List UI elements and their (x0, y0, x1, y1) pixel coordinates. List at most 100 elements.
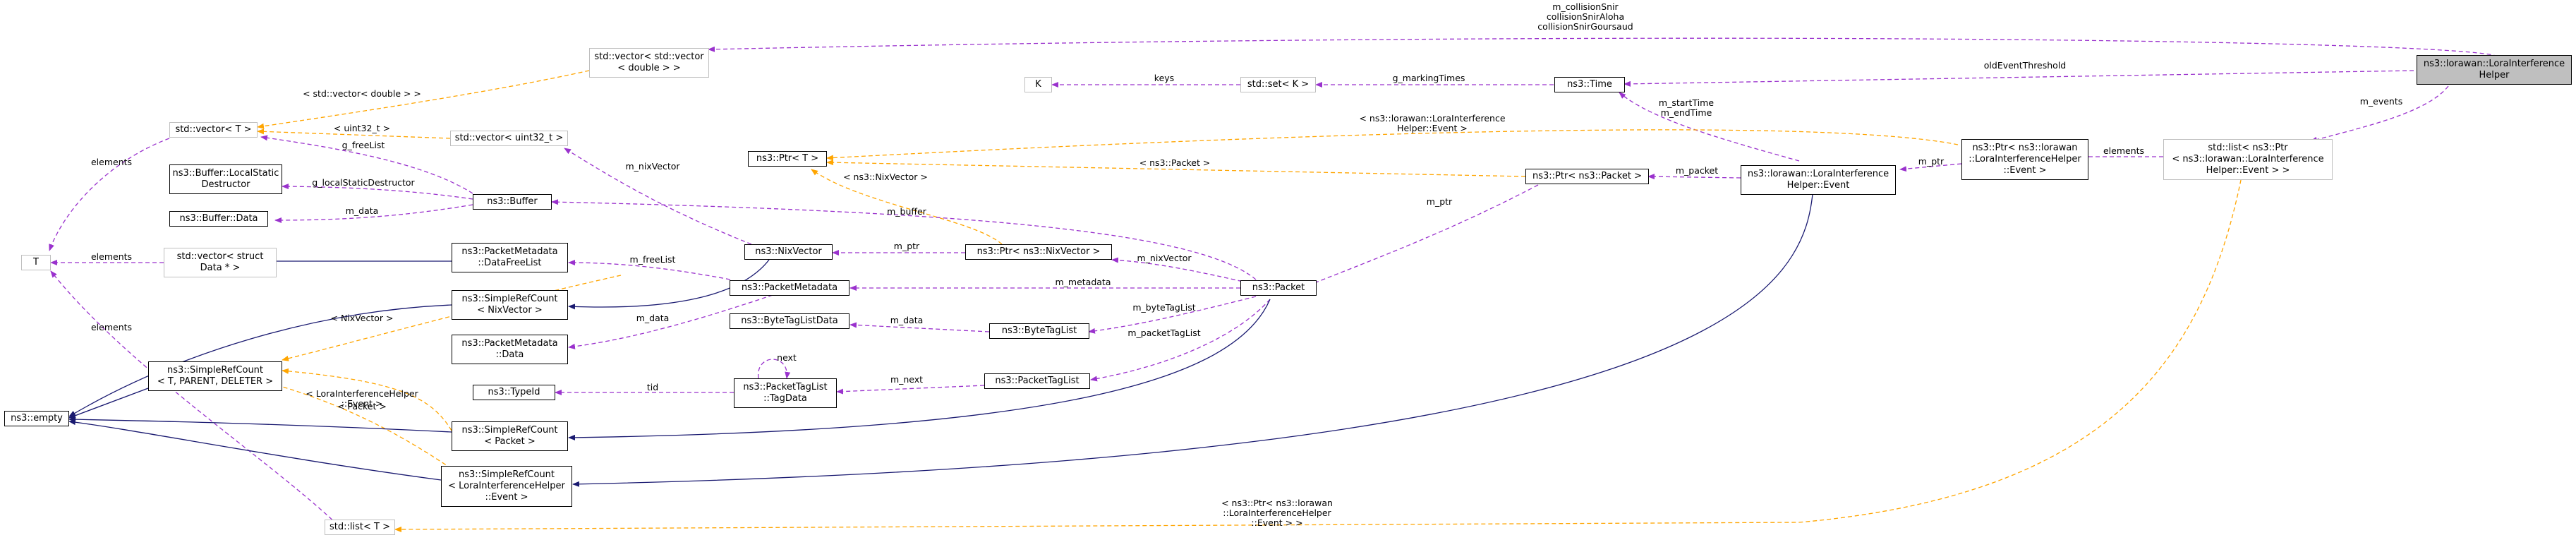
edge-m-buffer (551, 199, 1257, 280)
node-src-nixvector[interactable]: ns3::SimpleRefCount < NixVector > (452, 290, 568, 320)
node-ns3-buffer[interactable]: ns3::Buffer (473, 194, 552, 210)
edge-m-events (2310, 85, 2449, 143)
node-t[interactable]: T (21, 255, 51, 270)
edge-m-next (836, 385, 985, 395)
edge-elements-t-list (50, 270, 338, 525)
label-uint32: < uint32_t > (334, 123, 390, 133)
node-src-packet[interactable]: ns3::SimpleRefCount < Packet > (452, 421, 568, 451)
node-buffer-local-static-destructor[interactable]: ns3::Buffer::LocalStatic Destructor (169, 164, 282, 194)
label-m-buffer: m_buffer (887, 206, 927, 217)
edge-packet-src-tmpl (282, 368, 452, 431)
edge-src-event-empty (68, 419, 442, 481)
label-elements-t-list: elements (91, 322, 132, 332)
edge-m-data-buffer (274, 204, 473, 223)
node-buffer-data[interactable]: ns3::Buffer::Data (169, 211, 268, 227)
node-packetmetadata[interactable]: ns3::PacketMetadata (730, 280, 849, 296)
label-nixvector-tmpl: < ns3::NixVector > (843, 172, 928, 182)
node-std-vector-uint32[interactable]: std::vector< uint32_t > (450, 131, 568, 146)
edge-m-nix-vector (1111, 257, 1257, 285)
edge-m-byte-tag-list (1088, 296, 1257, 334)
label-elements-vector: elements (91, 157, 132, 167)
label-m-ptr-nix: m_ptr (894, 241, 920, 251)
edge-g-free-list (260, 135, 473, 194)
node-pm-datafreelist[interactable]: ns3::PacketMetadata ::DataFreeList (452, 243, 568, 272)
edge-inherit-event (572, 186, 1814, 487)
edge-old-event-threshold (1623, 70, 2414, 87)
node-ns3-nixvector[interactable]: ns3::NixVector (744, 244, 833, 260)
node-bytetaglist[interactable]: ns3::ByteTagList (989, 323, 1089, 339)
label-m-data-buffer: m_data (346, 205, 379, 216)
label-m-data-pm: m_data (636, 313, 670, 323)
node-bytetaglistdata[interactable]: ns3::ByteTagListData (730, 313, 849, 329)
edge-collision (708, 37, 2498, 57)
node-ptr-packet[interactable]: ns3::Ptr< ns3::Packet > (1525, 169, 1649, 184)
label-packet-src-tmpl: < Packet > (337, 401, 387, 412)
edge-nixvector-tmpl (811, 169, 1003, 245)
edge-m-nix-vector-vec (564, 148, 752, 245)
edge-m-ptr-event (1899, 163, 1962, 172)
label-vector-double: < std::vector< double > > (303, 88, 421, 99)
label-elements-list: elements (2103, 145, 2144, 156)
node-ptr-lora-helper-event[interactable]: ns3::Ptr< ns3::lorawan ::LoraInterferenc… (1961, 139, 2088, 180)
label-m-nix-vector: m_nixVector (1137, 253, 1192, 263)
label-g-free-list: g_freeList (342, 140, 385, 150)
node-src-lora-event[interactable]: ns3::SimpleRefCount < LoraInterferenceHe… (441, 466, 572, 507)
label-g-local-static-destructor: g_localStaticDestructor (312, 177, 415, 188)
label-packet-tmpl: < ns3::Packet > (1139, 157, 1211, 168)
edge-m-ptr-packet (1298, 184, 1539, 290)
node-ptr-nixvector[interactable]: ns3::Ptr< ns3::NixVector > (965, 244, 1112, 260)
node-std-set-k[interactable]: std::set< K > (1240, 77, 1316, 92)
node-src-generic[interactable]: ns3::SimpleRefCount < T, PARENT, DELETER… (148, 361, 282, 391)
edge-m-free-list (568, 260, 731, 280)
label-nixvector-src-tmpl: < NixVector > (331, 313, 394, 323)
label-m-byte-tag-list: m_byteTagList (1132, 302, 1195, 313)
label-elements-struct: elements (91, 251, 132, 262)
edge-src-nixvector-empty (68, 304, 452, 417)
edge-m-data-btl (849, 322, 990, 332)
edge-elements-vector (49, 138, 170, 251)
label-tid: tid (647, 382, 658, 392)
node-packettaglist[interactable]: ns3::PacketTagList (984, 373, 1090, 389)
edge-uint32-tmpl (257, 128, 451, 139)
node-ns3-packet[interactable]: ns3::Packet (1240, 280, 1317, 296)
edge-packet-tmpl (826, 160, 1526, 177)
label-marking-times: g_markingTimes (1393, 73, 1465, 83)
node-ns3-empty[interactable]: ns3::empty (4, 411, 69, 426)
label-m-packet: m_packet (1676, 165, 1718, 176)
node-k[interactable]: K (1024, 77, 1052, 92)
node-ns3-typeid[interactable]: ns3::TypeId (473, 385, 555, 400)
node-lora-helper-event[interactable]: ns3::lorawan::LoraInterference Helper::E… (1741, 165, 1896, 195)
node-std-list-ptr-event[interactable]: std::list< ns3::Ptr < ns3::lorawan::Lora… (2163, 139, 2333, 180)
label-m-metadata: m_metadata (1055, 277, 1111, 287)
label-m-nix-vector-vec: m_nixVector (625, 161, 680, 172)
edge-inherit-packet (568, 299, 1271, 440)
node-std-vector-t[interactable]: std::vector< T > (169, 122, 258, 138)
label-m-free-list: m_freeList (630, 254, 676, 265)
edge-list-event-tmpl (394, 165, 2244, 532)
label-m-ptr-packet: m_ptr (1427, 196, 1453, 207)
edge-src-generic-empty (68, 388, 149, 419)
label-m-ptr-event: m_ptr (1918, 156, 1945, 167)
node-pm-data[interactable]: ns3::PacketMetadata ::Data (452, 335, 568, 364)
node-tagdata[interactable]: ns3::PacketTagList ::TagData (734, 378, 837, 408)
label-m-data-btl: m_data (890, 315, 924, 325)
edge-next (758, 359, 791, 379)
node-ns3-ptr-t[interactable]: ns3::Ptr< T > (748, 151, 827, 167)
edge-inherit-nixvector (568, 259, 770, 310)
node-std-vector-struct-data[interactable]: std::vector< struct Data * > (164, 248, 277, 277)
label-m-packet-tag-list: m_packetTagList (1127, 328, 1200, 338)
label-list-event-tmpl: < ns3::Ptr< ns3::lorawan::LoraInterferen… (1221, 498, 1333, 528)
node-ns3-time[interactable]: ns3::Time (1554, 77, 1625, 92)
edge-g-local-static-destructor (282, 184, 473, 200)
node-std-list-t[interactable]: std::list< T > (325, 520, 395, 535)
edge-event-src-tmpl (267, 381, 452, 469)
node-lora-interference-helper[interactable]: ns3::lorawan::LoraInterference Helper (2417, 55, 2572, 85)
node-std-vector-vector-double[interactable]: std::vector< std::vector < double > > (589, 48, 709, 78)
label-old-event-threshold: oldEventThreshold (1984, 60, 2066, 71)
edge-src-packet-empty (68, 416, 452, 433)
label-m-events: m_events (2360, 96, 2403, 107)
